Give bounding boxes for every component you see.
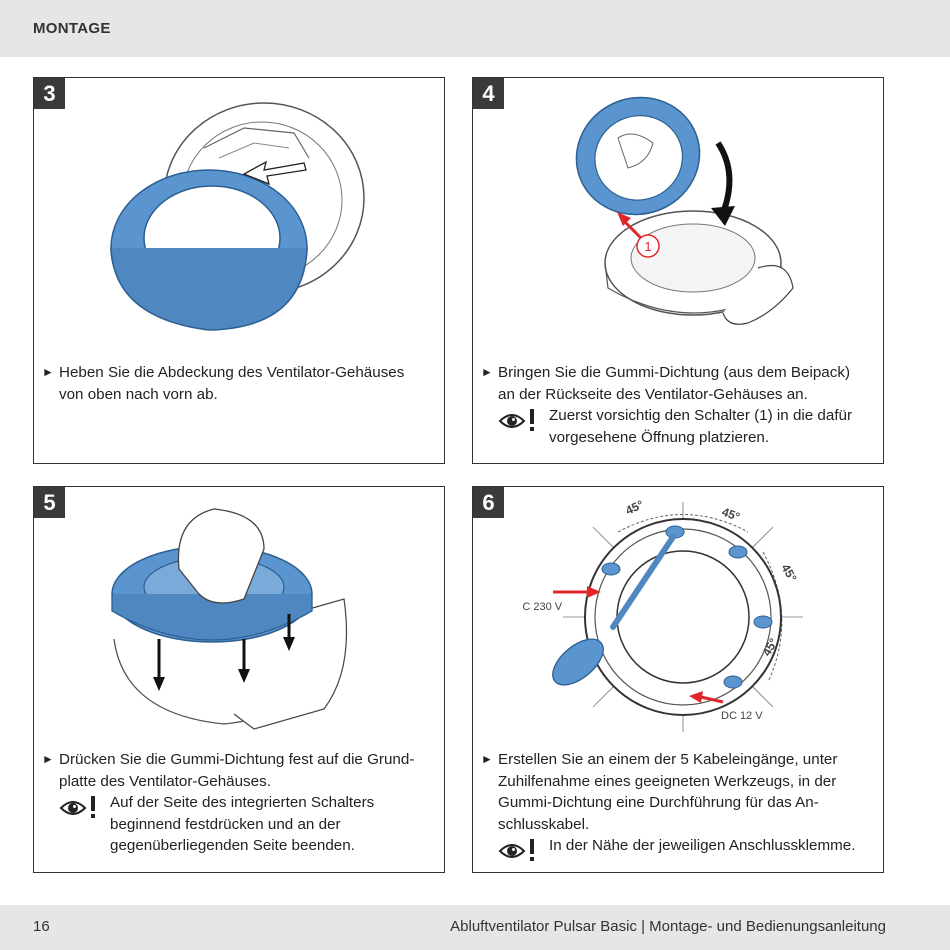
step-number: 4 — [473, 78, 504, 109]
eye-attention-icon — [498, 839, 534, 861]
note: Zuerst vorsichtig den Schalter (1) in di… — [481, 405, 875, 448]
step-3-text: ►Heben Sie die Abdeckung des Ventilator-… — [42, 362, 436, 405]
note-line: vorgesehene Öffnung platzieren. — [549, 428, 770, 446]
step-number: 3 — [34, 78, 65, 109]
step-number: 5 — [34, 487, 65, 518]
instruction-line: platte des Ventilator-Gehäuses. — [59, 772, 271, 790]
triangle-right-icon: ► — [481, 752, 493, 766]
page-title: MONTAGE — [33, 20, 111, 37]
eye-attention-icon — [59, 796, 95, 818]
step-3-panel: 3 ►Heben Sie die Abdeckung des Ventilato… — [33, 77, 445, 464]
note: In der Nähe der jeweiligen Anschlussklem… — [481, 835, 875, 861]
callout-label: 1 — [644, 239, 651, 254]
step-6-illustration: AC 230 V DC 12 V 45° 45° 45° 45° — [523, 497, 803, 732]
step-4-text: ►Bringen Sie die Gummi-Dichtung (aus dem… — [481, 362, 875, 448]
step-number: 6 — [473, 487, 504, 518]
instruction-line: an der Rückseite des Ventilator-Gehäuses… — [498, 385, 808, 403]
header-bar — [0, 0, 950, 57]
angle-label: 45° — [720, 505, 742, 524]
note-line: Auf der Seite des integrierten Schalters — [110, 794, 375, 811]
eye-attention-icon — [498, 409, 534, 431]
step-4-illustration: 1 — [575, 96, 794, 325]
triangle-right-icon: ► — [42, 365, 54, 379]
triangle-right-icon: ► — [42, 752, 54, 766]
angle-label: 45° — [778, 562, 799, 585]
instruction-line: von oben nach vorn ab. — [59, 385, 218, 403]
instruction-line: Gummi-Dichtung eine Durchführung für das… — [498, 794, 819, 811]
instruction-line: schlusskabel. — [498, 815, 590, 833]
step-5-panel: 5 ►Drücken Sie die Gummi-Dichtung fest a… — [33, 486, 445, 873]
note-line: beginnend festdrücken und an der — [110, 815, 341, 833]
note-line: In der Nähe der jeweiligen Anschlussklem… — [549, 837, 856, 854]
angle-label: 45° — [623, 497, 646, 517]
instruction-line: Zuhilfenahme eines geeigneten Werkzeugs,… — [498, 772, 837, 790]
document-title: Abluftventilator Pulsar Basic | Montage-… — [450, 918, 886, 935]
ac-label: AC 230 V — [523, 601, 563, 613]
note-line: Zuerst vorsichtig den Schalter (1) in di… — [549, 407, 853, 424]
page-number: 16 — [33, 918, 50, 935]
step-6-panel: 6 AC 230 V DC 12 V 45° 45° 45° 45° — [472, 486, 884, 873]
footer-bar — [0, 905, 950, 950]
dc-label: DC 12 V — [721, 710, 763, 722]
instruction-line: ►Drücken Sie die Gummi-Dichtung fest auf… — [42, 749, 436, 771]
step-5-illustration — [111, 508, 348, 730]
note: Auf der Seite des integrierten Schalters… — [42, 792, 436, 857]
instruction-line: ►Heben Sie die Abdeckung des Ventilator-… — [42, 362, 436, 384]
note-line: gegenüberliegenden Seite beenden. — [110, 837, 355, 854]
step-5-text: ►Drücken Sie die Gummi-Dichtung fest auf… — [42, 749, 436, 857]
step-3-illustration — [110, 102, 365, 331]
instruction-line: ►Erstellen Sie an einem der 5 Kabeleingä… — [481, 749, 875, 771]
step-4-panel: 4 1 ►Bringen Sie die Gummi-Dichtung (aus… — [472, 77, 884, 464]
instruction-line: ►Bringen Sie die Gummi-Dichtung (aus dem… — [481, 362, 875, 384]
step-6-text: ►Erstellen Sie an einem der 5 Kabeleingä… — [481, 749, 875, 861]
triangle-right-icon: ► — [481, 365, 493, 379]
